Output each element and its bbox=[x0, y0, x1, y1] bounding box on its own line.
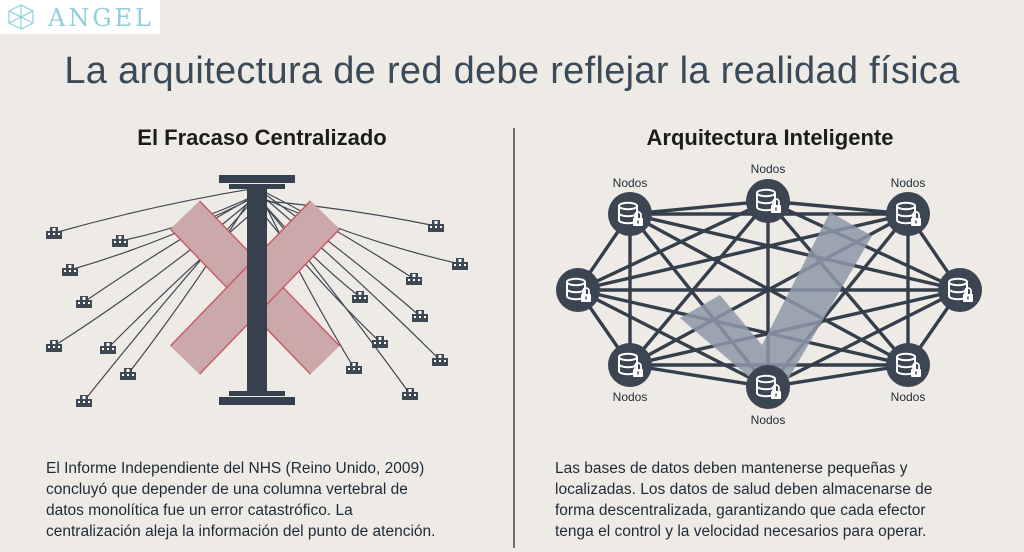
network-sphere-icon bbox=[8, 4, 34, 30]
mesh-link bbox=[628, 199, 770, 216]
database-lock-icon bbox=[607, 342, 653, 388]
right-heading: Arquitectura Inteligente bbox=[646, 125, 894, 150]
node-label: Nodos bbox=[750, 413, 786, 427]
right-body-line: localizadas. Los datos de salud deben al… bbox=[555, 481, 933, 498]
connection-line bbox=[83, 191, 263, 303]
left-heading: El Fracaso Centralizado bbox=[137, 125, 387, 150]
database-lock-icon bbox=[745, 178, 791, 224]
column-divider bbox=[513, 128, 515, 548]
central-pillar-icon bbox=[219, 175, 295, 405]
node-label: Nodos bbox=[612, 176, 648, 190]
left-body-line: centralización aleja la información del … bbox=[46, 523, 436, 540]
connection-line bbox=[251, 199, 381, 343]
database-lock-icon bbox=[937, 267, 983, 313]
mesh-link bbox=[766, 199, 910, 216]
mesh-link bbox=[628, 363, 770, 389]
node-label: Nodos bbox=[612, 390, 648, 404]
left-body-line: El Informe Independiente del NHS (Reino … bbox=[46, 460, 425, 477]
mesh-link bbox=[766, 363, 910, 389]
connection-line bbox=[266, 199, 461, 265]
logo: ANGEL bbox=[0, 0, 160, 34]
right-body-line: forma descentralizada, garantizando que … bbox=[555, 502, 926, 519]
mesh-link bbox=[766, 288, 962, 389]
node-label: Nodos bbox=[750, 162, 786, 176]
node-label: Nodos bbox=[890, 176, 926, 190]
connection-line bbox=[261, 191, 421, 317]
database-lock-icon bbox=[885, 342, 931, 388]
connection-line bbox=[251, 199, 437, 227]
left-body-line: concluyó que depender de una columna ver… bbox=[46, 481, 408, 498]
checkmark-icon bbox=[680, 212, 872, 400]
connection-line bbox=[83, 195, 258, 402]
connection-line bbox=[256, 187, 355, 369]
right-body-text: Las bases de datos deben mantenerse pequ… bbox=[555, 458, 932, 542]
right-body-line: Las bases de datos deben mantenerse pequ… bbox=[555, 460, 908, 477]
page-title: La arquitectura de red debe reflejar la … bbox=[64, 50, 960, 92]
mesh-link bbox=[576, 199, 770, 292]
connection-line bbox=[256, 195, 411, 395]
database-lock-icon bbox=[607, 191, 653, 237]
connection-line bbox=[53, 187, 258, 234]
connection-line bbox=[266, 199, 441, 361]
database-lock-icon bbox=[745, 364, 791, 410]
mesh-link bbox=[576, 288, 770, 389]
logo-text: ANGEL bbox=[48, 4, 154, 32]
mesh-link bbox=[628, 199, 770, 367]
connection-line bbox=[53, 199, 253, 347]
node-label: Nodos bbox=[890, 390, 926, 404]
right-body-line: tenga el control y la velocidad necesari… bbox=[555, 523, 927, 540]
database-lock-icon bbox=[555, 267, 601, 313]
mesh-link bbox=[628, 212, 962, 292]
database-lock-icon bbox=[885, 191, 931, 237]
left-body-line: datos monolítica fue un error catastrófi… bbox=[46, 502, 353, 519]
left-body-text: El Informe Independiente del NHS (Reino … bbox=[46, 458, 435, 542]
